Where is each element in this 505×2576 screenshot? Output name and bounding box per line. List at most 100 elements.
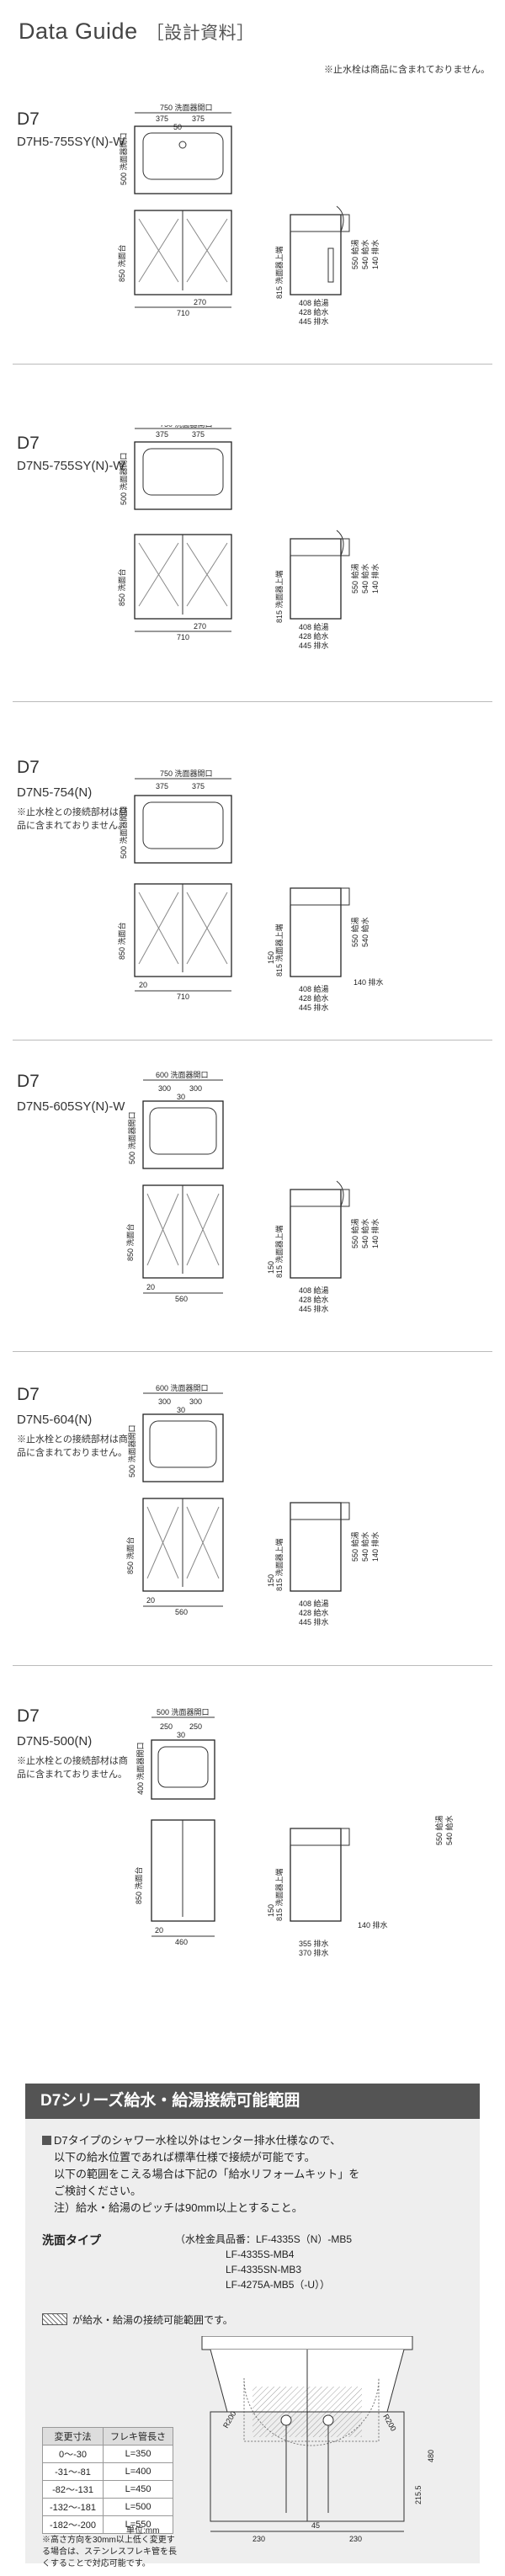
dim-label: 550 給湯 <box>350 563 359 593</box>
section-d7n5-500: D7 D7N5-500(N) ※止水栓との接続部材は商品に含まれておりません。 … <box>0 1702 505 1980</box>
dim-label: 500 洗面器開口 <box>127 1424 136 1477</box>
dim-label: 215.5 <box>414 2485 423 2504</box>
table-cell: -182～-200 <box>41 2515 104 2534</box>
table-cell: 0～-30 <box>41 2445 104 2463</box>
dim-label: 815 洗面器上端 <box>274 1225 284 1278</box>
section-code: D7 <box>17 758 40 777</box>
section-note: ※止水栓との接続部材は商品に含まれておりません。 <box>17 807 128 831</box>
supply-line: 以下の給水位置であれば標準仕様で接続が可能です。 <box>54 2151 316 2164</box>
supply-line-text: D7タイプのシャワー水栓以外はセンター排水仕様なので、 <box>54 2134 342 2147</box>
dim-label: 20 <box>155 1926 163 1935</box>
dim-label: 375 <box>192 430 205 439</box>
dim-label: 300 <box>189 1084 202 1093</box>
table-cell: -82～-131 <box>41 2480 104 2499</box>
technical-drawing: 600 洗面器開口 300 300 30 500 洗面器開口 850 洗面台 5… <box>125 1070 380 1313</box>
dim-label: 150 <box>267 951 275 964</box>
dim-label: 428 給水 <box>299 1608 329 1617</box>
section-model: D7H5-755SY(N)-W <box>17 135 125 149</box>
supply-range-panel: D7シリーズ給水・給湯接続可能範囲 D7タイプのシャワー水栓以外はセンター排水仕… <box>25 2084 480 2568</box>
dim-label: 550 給湯 <box>350 1218 359 1248</box>
section-d7h5-755: D7 D7H5-755SY(N)-W 750 洗面器開口 375 375 50 … <box>0 101 505 345</box>
dim-label: 445 排水 <box>299 641 329 650</box>
dim-label: 428 給水 <box>299 1295 329 1304</box>
dim-label: 428 給水 <box>299 307 329 317</box>
section-d7n5-754: D7 D7N5-754(N) ※止水栓との接続部材は商品に含まれておりません。 … <box>0 753 505 1031</box>
dim-label: R200 <box>381 2413 397 2433</box>
dim-label: 850 洗面台 <box>134 1866 143 1904</box>
supply-line: 以下の範囲をこえる場合は下記の「給水リフォームキット」を <box>54 2168 360 2180</box>
dim-label: 710 <box>177 633 189 641</box>
dim-label: 408 給湯 <box>299 984 329 993</box>
dim-label: 230 <box>252 2535 265 2543</box>
dim-label: 375 <box>156 114 168 123</box>
top-note: ※止水栓は商品に含まれておりません。 <box>323 65 490 75</box>
dim-label: 300 <box>158 1397 171 1406</box>
page-subtitle: ［設計資料］ <box>146 24 255 43</box>
dim-label: 480 <box>427 2450 435 2462</box>
legend-text: が給水・給湯の接続可能範囲です。 <box>72 2314 233 2326</box>
section-model: D7N5-755SY(N)-W <box>17 459 125 473</box>
dim-label: 140 排水 <box>354 977 384 987</box>
dim-label: 445 排水 <box>299 1617 329 1626</box>
dim-label: 500 洗面器開口 <box>157 1707 210 1716</box>
dim-label: R200 <box>221 2409 237 2430</box>
divider <box>13 1665 492 1666</box>
dim-label: 355 排水 <box>299 1939 329 1948</box>
supply-line: D7タイプのシャワー水栓以外はセンター排水仕様なので、 <box>42 2132 471 2149</box>
dim-label: 540 給水 <box>360 1218 369 1248</box>
dim-label: 230 <box>349 2535 362 2543</box>
dim-label: 250 <box>189 1722 202 1731</box>
dim-label: 428 給水 <box>299 631 329 641</box>
dim-label: 750 洗面器開口 <box>160 769 213 778</box>
table-cell: -132～-181 <box>41 2498 104 2516</box>
divider <box>13 1351 492 1352</box>
dim-label: 815 洗面器上端 <box>274 1868 284 1921</box>
section-code: D7 <box>17 434 40 453</box>
dim-label: 30 <box>177 1731 185 1739</box>
section-d7n5-755: D7 D7N5-755SY(N)-W 750 洗面器開口 375 375 500… <box>0 425 505 669</box>
dim-label: 408 給湯 <box>299 622 329 631</box>
dim-label: 140 排水 <box>370 563 380 593</box>
dim-label: 150 <box>267 1261 275 1274</box>
dim-label: 400 洗面器開口 <box>136 1742 145 1795</box>
dim-label: 815 洗面器上端 <box>274 1538 284 1591</box>
dim-label: 250 <box>160 1722 173 1731</box>
dim-label: 300 <box>158 1084 171 1093</box>
table-header: フレキ管長さ <box>103 2427 174 2446</box>
table-cell: L=350 <box>103 2445 174 2463</box>
technical-drawing: 750 洗面器開口 375 375 500 洗面器開口 850 洗面台 710 … <box>117 425 380 650</box>
dim-label: 50 <box>173 123 182 131</box>
dim-label: 375 <box>156 782 168 790</box>
table-cell: -31～-81 <box>41 2462 104 2481</box>
section-note: ※止水栓との接続部材は商品に含まれておりません。 <box>17 1434 128 1458</box>
square-bullet-icon <box>42 2136 51 2145</box>
dim-label: 20 <box>139 981 147 989</box>
dim-label: 540 給水 <box>360 1531 369 1562</box>
dim-label: 30 <box>177 1406 185 1414</box>
dim-label: 500 洗面器開口 <box>119 452 128 505</box>
section-code: D7 <box>17 1706 40 1726</box>
supply-title: D7シリーズ給水・給湯接続可能範囲 <box>25 2084 480 2119</box>
dim-label: 850 洗面台 <box>125 1536 135 1574</box>
dim-label: 540 給水 <box>360 917 369 947</box>
dim-label: 550 給湯 <box>350 1531 359 1562</box>
technical-drawing: 750 洗面器開口 375 375 50 500 洗面器開口 850 洗面台 7… <box>117 103 380 326</box>
technical-drawing: 750 洗面器開口 375 375 500 洗面器開口 850 洗面台 710 … <box>117 769 384 1012</box>
dim-label: 850 洗面台 <box>117 244 126 282</box>
dim-label: 550 給湯 <box>350 239 359 269</box>
dim-label: 540 給水 <box>360 239 369 269</box>
table-header: 変更寸法 <box>41 2427 104 2446</box>
technical-drawing: 600 洗面器開口 300 300 30 500 洗面器開口 850 洗面台 5… <box>125 1383 380 1626</box>
dim-label: 710 <box>177 993 189 1001</box>
dim-label: 45 <box>311 2521 320 2530</box>
dim-label: 850 洗面台 <box>117 922 126 960</box>
dim-label: 500 洗面器開口 <box>119 806 128 859</box>
dim-label: 375 <box>156 430 168 439</box>
unit-label: 単位:mm <box>126 2526 160 2536</box>
footnote: ※高さ方向を30mm以上低く変更する場合は、ステンレスフレキ管を長くすることで対… <box>42 2536 177 2568</box>
section-model: D7N5-604(N) <box>17 1413 93 1427</box>
dim-label: 150 <box>267 1904 275 1917</box>
fitting-item: （水栓金具品番：LF-4335S（N）-MB5 <box>175 2233 353 2245</box>
